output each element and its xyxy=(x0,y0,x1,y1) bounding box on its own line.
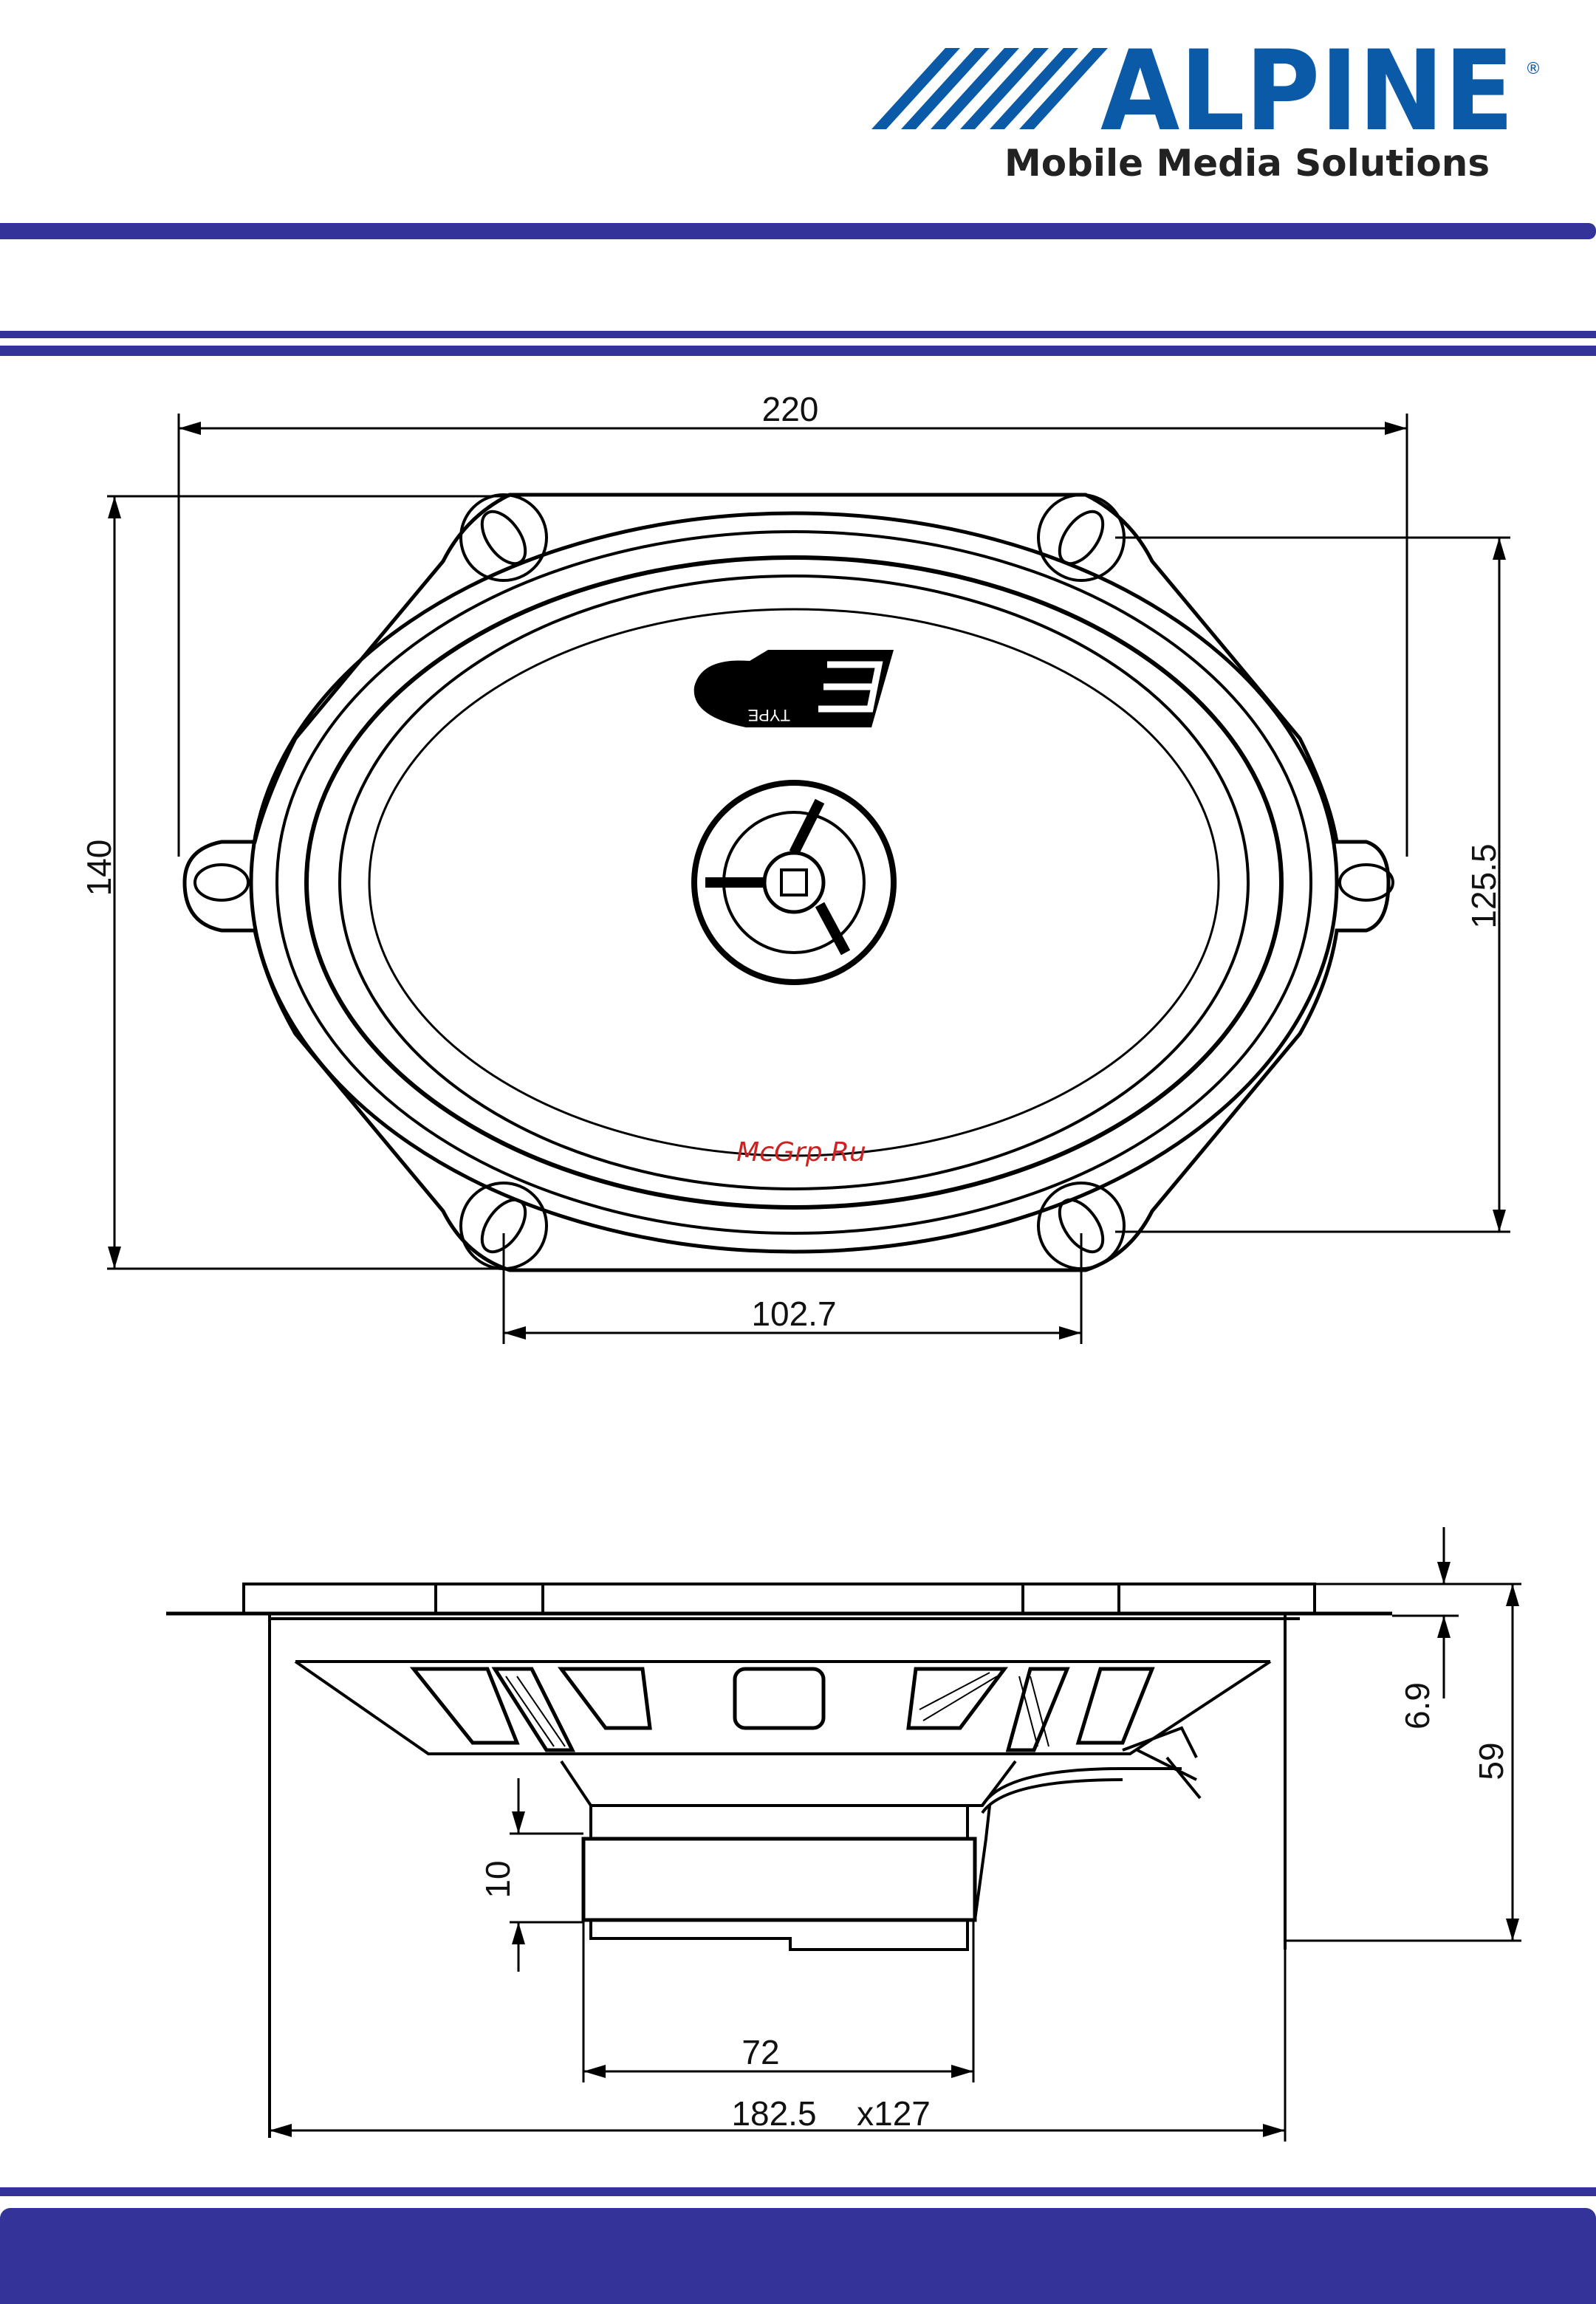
badge-type-text: TYPE xyxy=(748,706,790,724)
dim-depth-59: 59 xyxy=(1472,1742,1510,1780)
dim-hole-spacing-102-7: 102.7 xyxy=(751,1295,836,1333)
type-c3-badge: TYPE xyxy=(694,650,894,727)
dim-hole-height-125-5: 125.5 xyxy=(1465,843,1503,928)
dim-flange-6-9: 6.9 xyxy=(1398,1682,1436,1729)
dim-magnet-diameter-72: 72 xyxy=(742,2033,779,2071)
top-view-dimensions xyxy=(107,414,1510,1344)
dim-height-140: 140 xyxy=(80,840,118,896)
watermark-text: McGrp.Ru xyxy=(736,1137,866,1168)
side-hole-left xyxy=(195,865,248,900)
dim-cutout-x127: x127 xyxy=(857,2094,931,2133)
mounting-hole-top-left xyxy=(461,495,547,580)
dim-width-220: 220 xyxy=(762,390,819,428)
dim-magnet-height-10: 10 xyxy=(479,1860,517,1898)
side-hole-right xyxy=(1340,865,1393,900)
tweeter xyxy=(694,783,894,982)
dim-cutout-182-5: 182.5 xyxy=(731,2094,816,2133)
